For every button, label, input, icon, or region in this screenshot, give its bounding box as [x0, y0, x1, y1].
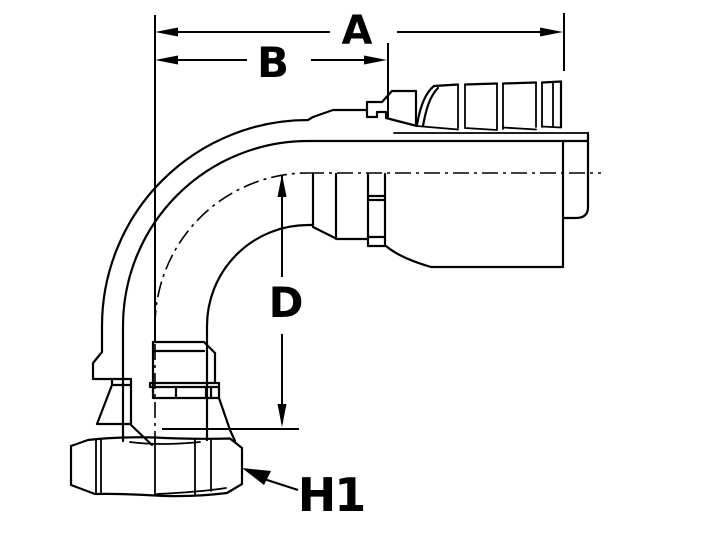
ferrule-detail	[393, 81, 589, 134]
fitting-outline	[69, 80, 590, 498]
leg-flare	[91, 350, 104, 381]
ferrule-serration-bottoms	[416, 125, 562, 131]
dim-a-arrow-left	[155, 27, 178, 37]
tube-outer-contour	[100, 108, 369, 354]
dim-d-arrow-up	[277, 174, 287, 197]
dimension-labels: A B D H1	[257, 8, 373, 522]
arrowheads	[155, 27, 563, 485]
socket-steps	[311, 172, 370, 241]
ferrule-back-collar	[561, 131, 590, 220]
body-bottom-edge	[384, 244, 565, 269]
nipple-nose-cap	[365, 89, 419, 128]
ferrule-serration-tops	[432, 80, 563, 129]
retainer-channel	[366, 172, 387, 248]
collar-stack	[148, 340, 221, 400]
hex-bottom-arc	[129, 441, 227, 495]
dim-d-arrow-down	[277, 404, 287, 427]
hex-corner-lines	[95, 436, 212, 497]
clip-tab	[91, 377, 154, 447]
dim-label-h1: H1	[298, 468, 365, 522]
centerline-elbow-arc	[154, 172, 309, 327]
collar-flare	[217, 396, 237, 443]
dim-label-d: D	[269, 278, 304, 327]
hex-nut-outline	[69, 436, 244, 498]
tube-inner-wall	[121, 139, 590, 443]
dim-label-a: A	[342, 8, 373, 54]
dim-b-arrow-left	[155, 55, 178, 65]
centerlines	[154, 172, 601, 438]
dim-label-b: B	[257, 38, 289, 87]
ferrule-groove-lines	[457, 81, 554, 130]
dim-b-arrow-right	[364, 55, 387, 65]
ferrule-wedge	[415, 84, 440, 128]
dimension-lines	[154, 13, 565, 491]
dim-a-arrow-right	[540, 27, 563, 37]
tube-inner-bend	[205, 223, 315, 442]
h1-arrowhead	[242, 468, 271, 485]
h1-leader-line	[263, 478, 299, 491]
